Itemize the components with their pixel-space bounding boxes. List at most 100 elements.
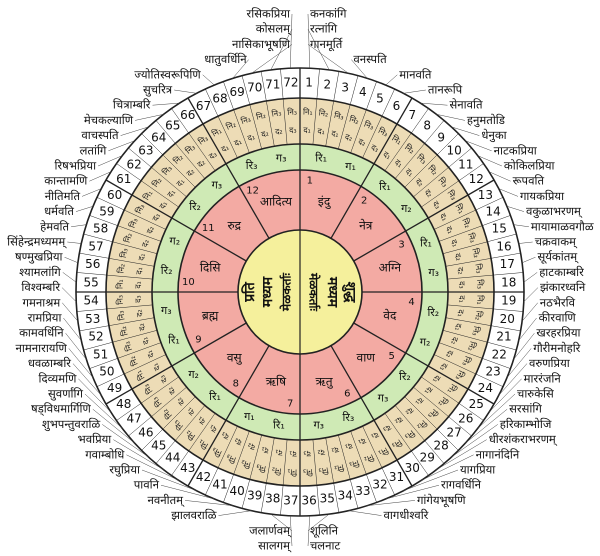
da-label: द₂ (260, 129, 269, 139)
raga-divider (413, 386, 472, 437)
raga-name: रसिकप्रिया (247, 7, 291, 21)
ni-label: नि₂ (470, 247, 482, 259)
raga-number: 52 (88, 330, 103, 344)
raga-divider (445, 317, 521, 332)
chakra-name: नेत्र (359, 219, 373, 233)
raga-name: सिंहेन्द्रमध्यमम् (7, 235, 67, 249)
leader-line (521, 256, 536, 263)
ni-label: नि₂ (473, 310, 484, 321)
ri-label: रि₃ (342, 411, 354, 424)
ni-label: नि₃ (348, 458, 360, 470)
raga-divider (362, 88, 395, 158)
ri-label: रि₁ (420, 237, 432, 250)
raga-divider (223, 81, 250, 154)
raga-number: 41 (212, 478, 227, 492)
chakra-divider (105, 322, 247, 405)
raga-number: 29 (420, 450, 435, 464)
raga-name: षड्विधमार्गिणि (31, 402, 92, 416)
ga-label: ग₃ (313, 419, 324, 432)
center-left-1: प्रति (241, 281, 258, 303)
ga-label: ग₃ (378, 391, 389, 404)
raga-number: 66 (180, 108, 195, 122)
raga-name: नागानंदिनि (476, 447, 520, 461)
leader-line (141, 469, 197, 491)
raga-number: 15 (492, 222, 507, 236)
raga-name: नठभैरवि (540, 295, 576, 309)
ni-label: नि₃ (133, 202, 146, 215)
da-label: द₂ (137, 322, 147, 331)
raga-name: चित्राम्बरि (113, 98, 151, 112)
leader-line (385, 484, 440, 500)
raga-number: 58 (93, 222, 108, 236)
chakra-name: अग्नि (379, 260, 402, 274)
da-label: द₁ (457, 295, 466, 303)
ga-label: ग₂ (401, 202, 412, 215)
raga-divider (76, 272, 153, 280)
raga-name: सालगम् (258, 539, 292, 553)
leader-line (65, 333, 87, 360)
ni-label: नि₃ (127, 217, 140, 230)
ni-label: नि₁ (133, 369, 146, 382)
raga-number: 51 (93, 347, 108, 361)
chakra-divider (105, 179, 247, 262)
ni-label: नि₃ (445, 188, 459, 202)
raga-divider (141, 133, 196, 188)
ri-label: रि₂ (399, 370, 411, 383)
ni-label: नि₃ (377, 125, 390, 138)
ni-label: नि₃ (115, 310, 126, 321)
raga-number: 26 (458, 412, 473, 426)
raga-name: धर्मवति (44, 204, 74, 218)
ni-label: नि₁ (475, 295, 485, 305)
ni-label: नि₃ (122, 340, 134, 352)
chakra-number: 9 (195, 334, 201, 345)
raga-number: 25 (469, 397, 484, 411)
raga-divider (434, 197, 504, 230)
raga-name: रघुप्रिया (109, 463, 141, 478)
leader-line (513, 224, 529, 228)
leader-line (498, 363, 528, 396)
da-label: द₁ (453, 322, 463, 331)
da-label: द₁ (369, 430, 380, 441)
leader-line (477, 393, 516, 429)
raga-name: नाटकप्रिया (494, 143, 538, 157)
raga-number: 24 (478, 381, 493, 395)
raga-name: सुचरित्र (143, 83, 173, 98)
leader-line (289, 13, 293, 69)
raga-name: मानवति (399, 67, 432, 81)
raga-number: 10 (446, 143, 461, 157)
leader-line (436, 439, 487, 470)
raga-number: 38 (265, 492, 280, 506)
raga-name: हरिकाम्भोजि (500, 417, 552, 431)
da-label: द₁ (246, 132, 256, 143)
raga-divider (205, 426, 238, 496)
raga-number: 27 (446, 426, 461, 440)
raga-divider (89, 342, 162, 369)
raga-number: 49 (107, 381, 122, 395)
raga-number: 65 (165, 119, 180, 133)
raga-divider (434, 354, 504, 387)
da-label: द₃ (431, 199, 443, 210)
da-label: द₂ (246, 441, 256, 452)
da-label: द₁ (133, 281, 142, 289)
raga-name: चलनाट (310, 539, 340, 553)
chakra-number: 5 (389, 351, 395, 362)
leader-line (488, 171, 511, 182)
ni-label: नि₃ (287, 106, 297, 116)
raga-divider (312, 68, 320, 145)
ni-label: नि₂ (466, 340, 478, 352)
da-label: द₂ (233, 436, 243, 447)
raga-number: 11 (458, 157, 473, 171)
raga-number: 61 (116, 172, 131, 186)
leader-line (518, 241, 533, 244)
raga-number: 20 (500, 312, 515, 326)
raga-name: हाटकाम्बरि (539, 265, 584, 279)
raga-number: 36 (301, 493, 316, 507)
raga-name: गौरीमनोहरि (533, 341, 580, 355)
raga-number: 64 (151, 130, 166, 144)
ri-label: रि₁ (209, 390, 221, 403)
leader-line (102, 424, 149, 458)
da-label: द₁ (444, 225, 455, 235)
raga-name: षण्मुखप्रिया (15, 250, 64, 265)
raga-name: शुभपन्तुवराळि (42, 417, 101, 432)
raga-name: गमनाश्रम (23, 295, 62, 309)
